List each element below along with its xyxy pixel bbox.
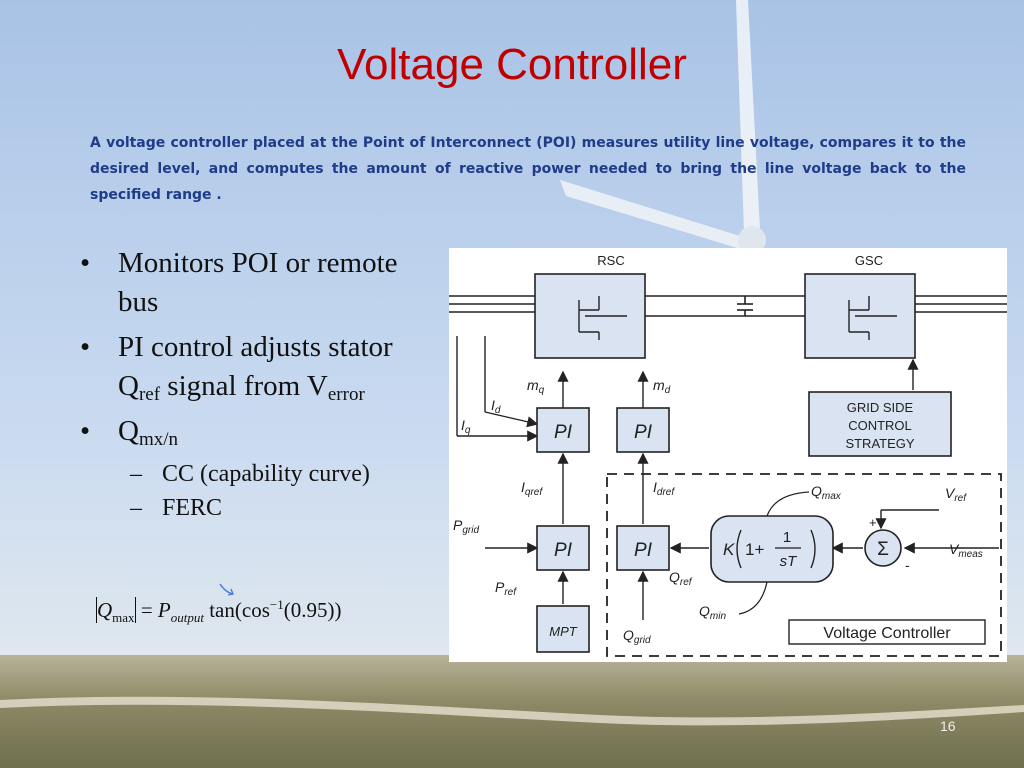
bullet-subscript: ref	[138, 384, 161, 405]
sum-symbol: Σ	[877, 539, 889, 560]
sub-bullet-marker: –	[130, 461, 142, 487]
qgrid-label: Qgrid	[623, 627, 651, 646]
transfer-function-block: K 1+ 1 sT	[710, 515, 834, 583]
pi-label: PI	[634, 540, 653, 561]
control-block-diagram: RSC GSC PI PI PI PI GRID SIDE	[449, 248, 1007, 662]
bullet-list: • Monitors POI or remote bus • PI contro…	[78, 244, 438, 525]
mpt-label: MPT	[549, 624, 578, 639]
bullet-item: • Qmx/n	[78, 412, 438, 451]
formula-tan: tan(cos	[209, 598, 270, 622]
intro-paragraph: A voltage controller placed at the Point…	[90, 135, 966, 203]
pi-block: PI	[536, 525, 590, 571]
abs-bar-left	[96, 597, 97, 623]
formula-equals: =	[140, 598, 153, 622]
tf-one-plus: 1+	[745, 540, 764, 559]
pi-block: PI	[616, 407, 670, 453]
mpt-block: MPT	[536, 605, 590, 653]
bullet-marker: •	[80, 415, 91, 447]
rsc-label: RSC	[597, 253, 624, 268]
bullet-text: signal from V	[160, 370, 328, 402]
grid-side-line3: STRATEGY	[845, 436, 914, 451]
sub-bullet-text: FERC	[162, 495, 223, 521]
formula-arg: (0.95))	[283, 598, 342, 622]
pi-label: PI	[554, 540, 573, 561]
bullet-marker: •	[80, 331, 91, 363]
bullet-text: Q	[118, 415, 139, 447]
pi-label: PI	[634, 422, 653, 443]
grid-side-line1: GRID SIDE	[847, 400, 914, 415]
abs-bar-right	[134, 597, 136, 623]
iq-label: Iq	[461, 417, 471, 436]
bullet-item: • PI control adjusts stator Qref signal …	[78, 328, 438, 406]
qmax-formula: Qmax = Poutput tan(cos−1(0.95))	[96, 597, 341, 626]
grid-side-line2: CONTROL	[848, 418, 912, 433]
sum-plus-sign: +	[869, 515, 877, 530]
pgrid-label: Pgrid	[453, 517, 479, 536]
bullet-item: • Monitors POI or remote bus	[78, 244, 438, 322]
idref-label: Idref	[653, 479, 675, 498]
arrow-icon	[219, 583, 234, 596]
vmeas-label: Vmeas	[949, 541, 983, 560]
sub-bullet-item: – CC (capability curve)	[78, 457, 438, 491]
qref-label: Qref	[669, 569, 693, 588]
qmin-label: Qmin	[699, 603, 726, 622]
gsc-label: GSC	[855, 253, 883, 268]
bullet-text: PI control adjusts stator Q	[118, 331, 393, 402]
iqref-label: Iqref	[521, 479, 543, 498]
sub-bullet-item: – FERC	[78, 491, 438, 525]
bullet-marker: •	[80, 247, 91, 279]
formula-p-sub: output	[170, 610, 204, 626]
sub-bullet-text: CC (capability curve)	[162, 461, 370, 487]
page-number: 16	[940, 718, 956, 734]
sum-minus-sign: -	[905, 557, 910, 573]
tf-gain: K	[723, 540, 735, 559]
bullet-subscript: mx/n	[138, 429, 179, 450]
md-label: md	[653, 377, 671, 396]
vref-label: Vref	[945, 485, 967, 504]
formula-exponent: −1	[269, 597, 284, 612]
id-label: Id	[491, 397, 501, 416]
formula-q-sub: max	[112, 610, 135, 626]
slide-title: Voltage Controller	[337, 40, 687, 89]
mq-label: mq	[527, 377, 545, 396]
qmax-label: Qmax	[811, 483, 842, 502]
sub-bullet-marker: –	[130, 495, 142, 521]
voltage-controller-label: Voltage Controller	[823, 625, 951, 642]
formula-p: P	[157, 598, 171, 622]
bullet-text: Monitors POI or remote bus	[118, 247, 398, 318]
voltage-controller-region	[606, 473, 1002, 657]
bullet-subscript: error	[327, 384, 365, 405]
pi-block: PI	[616, 525, 670, 571]
pi-block: PI	[536, 407, 590, 453]
summing-junction: Σ + -	[864, 515, 910, 573]
grid-side-control-block: GRID SIDE CONTROL STRATEGY	[808, 391, 952, 457]
pi-label: PI	[554, 422, 573, 443]
tf-numerator: 1	[783, 529, 791, 546]
formula-q: Q	[97, 598, 113, 622]
pref-label: Pref	[495, 579, 517, 598]
voltage-controller-label-box: Voltage Controller	[788, 619, 986, 645]
tf-denominator: sT	[780, 553, 799, 570]
